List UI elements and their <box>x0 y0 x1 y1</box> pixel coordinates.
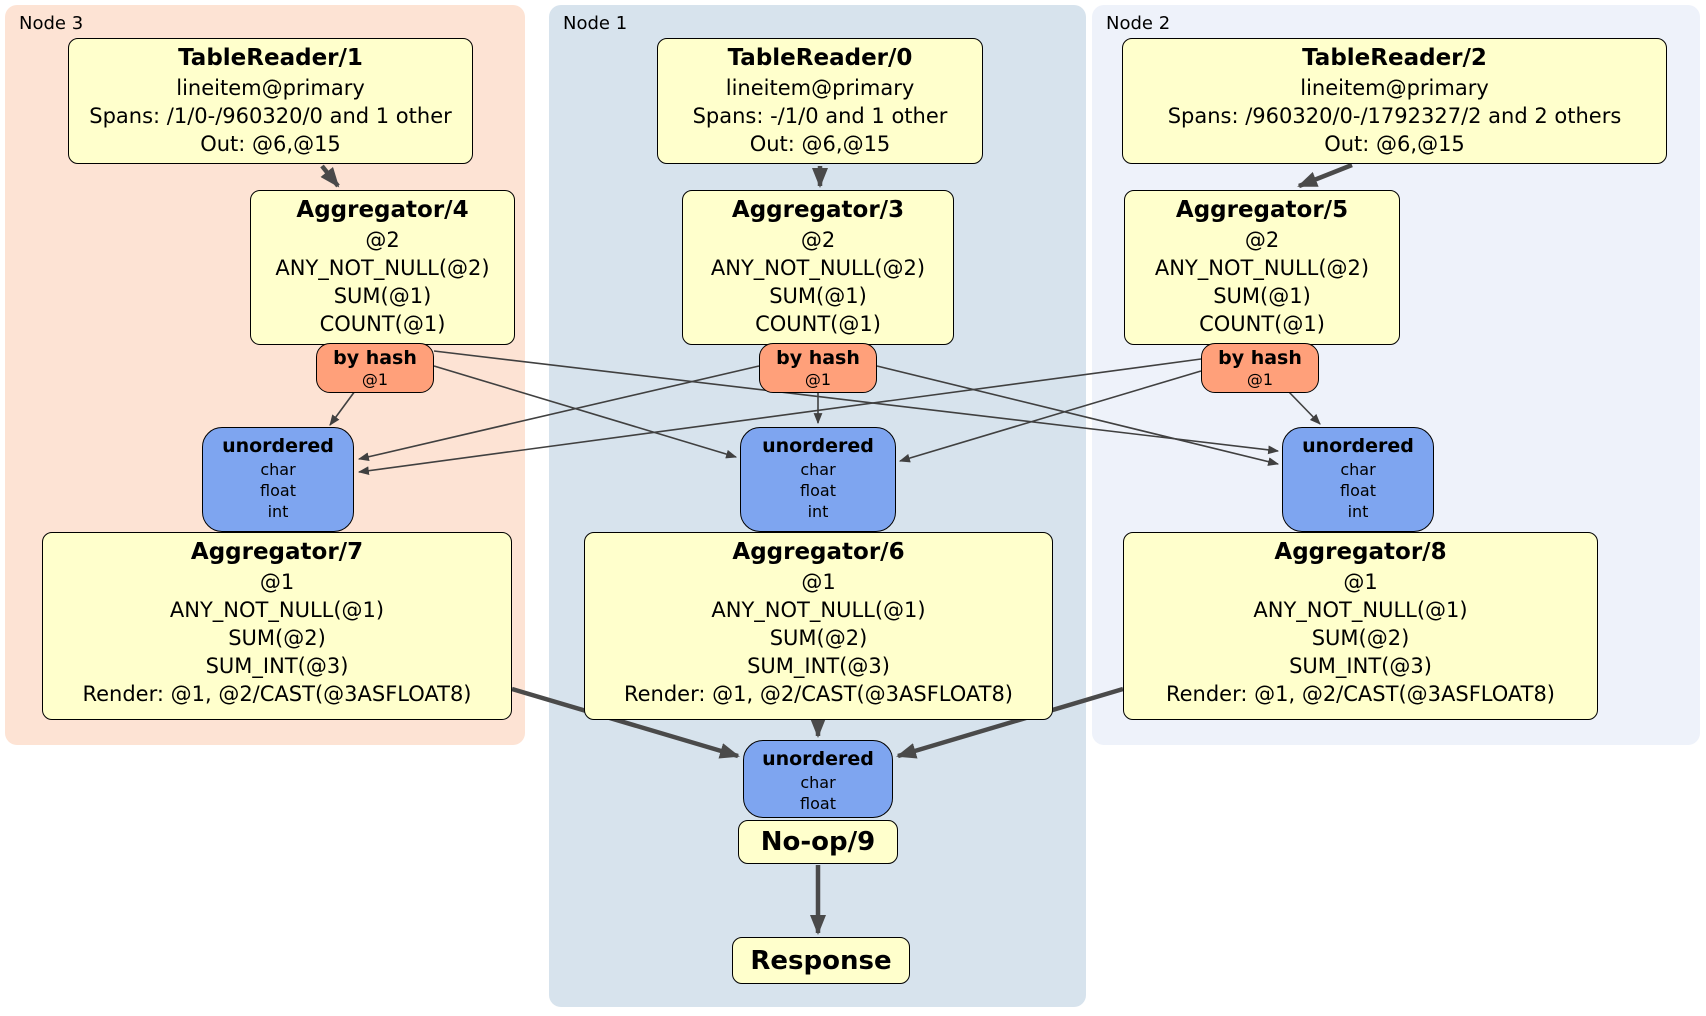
node2-region-label: Node 2 <box>1106 13 1171 34</box>
node3-unordered-sync-label: unordered <box>222 435 334 457</box>
node1-unordered-sync-stream: char <box>800 460 836 479</box>
node3-unordered-sync: unordered char float int <box>202 427 354 532</box>
node2-aggregator-top-agg: ANY_NOT_NULL(@2) <box>1154 256 1370 280</box>
node2-aggregator-top-agg: SUM(@1) <box>1213 284 1311 308</box>
response-box: Response <box>732 937 910 984</box>
router-to-sync-edges <box>329 350 1321 476</box>
flow-arrows <box>320 162 1353 935</box>
node1-aggregator-top-agg: ANY_NOT_NULL(@2) <box>710 256 926 280</box>
node3-aggregator-top-box: Aggregator/4 @2 ANY_NOT_NULL(@2) SUM(@1)… <box>250 190 515 345</box>
node1-tablereader-box: TableReader/0 lineitem@primary Spans: -/… <box>657 38 983 164</box>
node2-aggregator-bottom-title: Aggregator/8 <box>1274 539 1447 565</box>
node1-unordered-sync-stream: float <box>800 481 836 500</box>
node2-aggregator-bottom-agg: ANY_NOT_NULL(@1) <box>1253 598 1468 622</box>
node2-hash-router-label: by hash <box>1218 347 1302 369</box>
node2-aggregator-bottom-render: Render: @1, @2/CAST(@3ASFLOAT8) <box>1165 682 1556 706</box>
node2-aggregator-top-agg: COUNT(@1) <box>1199 312 1325 336</box>
final-unordered-sync-label: unordered <box>762 748 874 770</box>
node3-tablereader-box: TableReader/1 lineitem@primary Spans: /1… <box>68 38 473 164</box>
node1-aggregator-top-agg: SUM(@1) <box>769 284 867 308</box>
node1-aggregator-bottom-box: Aggregator/6 @1 ANY_NOT_NULL(@1) SUM(@2)… <box>584 532 1053 720</box>
node3-region-label: Node 3 <box>19 13 84 34</box>
node2-unordered-sync-stream: float <box>1340 481 1376 500</box>
node1-aggregator-bottom-agg: SUM(@2) <box>769 626 868 650</box>
node3-aggregator-bottom-box: Aggregator/7 @1 ANY_NOT_NULL(@1) SUM(@2)… <box>42 532 512 720</box>
node3-hash-router-label: by hash <box>333 347 417 369</box>
node1-aggregator-top-title: Aggregator/3 <box>731 197 905 223</box>
node2-aggregator-bottom-agg: SUM_INT(@3) <box>1289 654 1432 678</box>
node1-aggregator-bottom-agg: SUM_INT(@3) <box>747 654 890 678</box>
node3-aggregator-top-group: @2 <box>365 228 400 252</box>
node2-unordered-sync-stream: char <box>1340 460 1376 479</box>
node2-aggregator-bottom-group: @1 <box>1343 570 1378 594</box>
node3-unordered-sync-stream: float <box>260 481 296 500</box>
node1-aggregator-bottom-agg: ANY_NOT_NULL(@1) <box>711 598 926 622</box>
node3-aggregator-bottom-render: Render: @1, @2/CAST(@3ASFLOAT8) <box>82 682 472 706</box>
node3-unordered-sync-stream: int <box>267 502 289 521</box>
final-unordered-sync-stream: char <box>800 773 836 792</box>
node1-unordered-sync-stream: int <box>807 502 829 521</box>
node2-aggregator-bottom-agg: SUM(@2) <box>1311 626 1410 650</box>
node1-aggregator-top-group: @2 <box>800 228 836 252</box>
node2-tablereader-out: Out: @6,@15 <box>1324 132 1465 156</box>
node1-region-label: Node 1 <box>563 13 628 34</box>
node3-hash-router: by hash @1 <box>316 343 434 393</box>
node2-tablereader-index: lineitem@primary <box>1300 76 1489 100</box>
node1-aggregator-top-agg: COUNT(@1) <box>755 312 881 336</box>
node2-unordered-sync: unordered char float int <box>1282 427 1434 532</box>
node2-tablereader-box: TableReader/2 lineitem@primary Spans: /9… <box>1122 38 1667 164</box>
node3-aggregator-bottom-title: Aggregator/7 <box>190 539 364 565</box>
node2-aggregator-top-box: Aggregator/5 @2 ANY_NOT_NULL(@2) SUM(@1)… <box>1124 190 1400 345</box>
node1-tablereader-index: lineitem@primary <box>725 76 915 100</box>
node2-tablereader-title: TableReader/2 <box>1302 45 1487 71</box>
node2-aggregator-top-group: @2 <box>1244 228 1280 252</box>
final-unordered-sync-stream: float <box>800 794 836 813</box>
node1-unordered-sync-label: unordered <box>762 435 874 457</box>
node3-aggregator-bottom-agg: SUM_INT(@3) <box>205 654 349 678</box>
node3-aggregator-bottom-group: @1 <box>259 570 295 594</box>
node1-hash-router-label: by hash <box>776 347 860 369</box>
node2-aggregator-bottom-box: Aggregator/8 @1 ANY_NOT_NULL(@1) SUM(@2)… <box>1123 532 1598 720</box>
node3-aggregator-top-agg: ANY_NOT_NULL(@2) <box>275 256 490 280</box>
node3-aggregator-top-agg: SUM(@1) <box>333 284 432 308</box>
node1-hash-router-columns: @1 <box>804 370 832 389</box>
node2-aggregator-top-title: Aggregator/5 <box>1175 197 1349 223</box>
node2-unordered-sync-stream: int <box>1347 502 1369 521</box>
node3-aggregator-top-agg: COUNT(@1) <box>319 312 446 336</box>
node3-aggregator-top-title: Aggregator/4 <box>296 197 469 223</box>
node1-tablereader-spans: Spans: -/1/0 and 1 other <box>692 104 948 128</box>
node1-aggregator-bottom-group: @1 <box>801 570 836 594</box>
node3-hash-router-columns: @1 <box>361 370 389 389</box>
node2-hash-router: by hash @1 <box>1201 343 1319 393</box>
node1-tablereader-out: Out: @6,@15 <box>749 132 891 156</box>
node1-tablereader-title: TableReader/0 <box>727 45 913 71</box>
node3-unordered-sync-stream: char <box>260 460 296 479</box>
node2-hash-router-columns: @1 <box>1246 370 1274 389</box>
final-unordered-sync: unordered char float <box>743 740 893 818</box>
node2-unordered-sync-label: unordered <box>1302 435 1414 457</box>
node1-aggregator-bottom-title: Aggregator/6 <box>732 539 905 565</box>
node3-aggregator-bottom-agg: SUM(@2) <box>228 626 326 650</box>
node2-tablereader-spans: Spans: /960320/0-/1792327/2 and 2 others <box>1167 104 1622 128</box>
node3-tablereader-index: lineitem@primary <box>176 76 365 100</box>
node3-tablereader-out: Out: @6,@15 <box>200 132 341 156</box>
node1-aggregator-top-box: Aggregator/3 @2 ANY_NOT_NULL(@2) SUM(@1)… <box>682 190 954 345</box>
node3-tablereader-spans: Spans: /1/0-/960320/0 and 1 other <box>89 104 452 128</box>
node1-unordered-sync: unordered char float int <box>740 427 896 532</box>
node1-aggregator-bottom-render: Render: @1, @2/CAST(@3ASFLOAT8) <box>623 682 1014 706</box>
node3-aggregator-bottom-agg: ANY_NOT_NULL(@1) <box>169 598 385 622</box>
node3-tablereader-title: TableReader/1 <box>178 45 363 71</box>
node1-hash-router: by hash @1 <box>759 343 877 393</box>
noop-box: No-op/9 <box>738 820 898 864</box>
